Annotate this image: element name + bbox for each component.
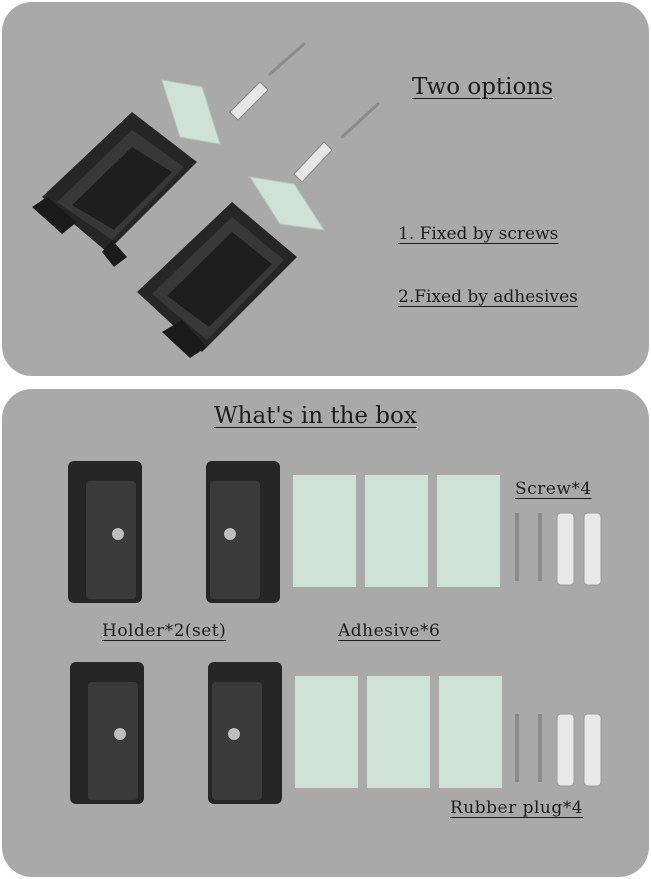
screw-label: Screw*4 bbox=[515, 479, 592, 499]
options-title: Two options bbox=[412, 74, 553, 100]
box-contents-illustration bbox=[68, 461, 602, 804]
adhesive-pad-image bbox=[295, 676, 358, 788]
holder-image bbox=[70, 662, 144, 804]
adhesive-pad-image bbox=[293, 475, 356, 587]
adhesive-pad-image bbox=[365, 475, 428, 587]
holder-screw-mount-image bbox=[32, 112, 197, 267]
box-contents-title: What's in the box bbox=[214, 403, 417, 429]
screws-and-plugs-image bbox=[515, 512, 602, 586]
rubber-plug-label: Rubber plug*4 bbox=[450, 798, 584, 818]
adhesive-pad-image bbox=[437, 475, 500, 587]
option-screws: 1. Fixed by screws bbox=[398, 224, 559, 244]
options-panel: Two options 1. Fixed by screws 2.Fixed b… bbox=[2, 2, 649, 376]
holder-adhesive-mount-image bbox=[137, 202, 297, 358]
adhesive-pad-image bbox=[367, 676, 430, 788]
holder-label: Holder*2(set) bbox=[102, 621, 227, 641]
mounting-options-illustration bbox=[32, 42, 380, 358]
screws-and-plugs-image bbox=[515, 713, 602, 787]
adhesive-pad-image bbox=[439, 676, 502, 788]
option-adhesives: 2.Fixed by adhesives bbox=[398, 287, 578, 307]
holder-image bbox=[68, 461, 142, 603]
adhesive-pad-image bbox=[248, 176, 326, 231]
screw-image bbox=[268, 42, 380, 139]
adhesive-label: Adhesive*6 bbox=[338, 621, 441, 641]
adhesive-pad-image bbox=[161, 79, 221, 145]
box-contents-panel: What's in the box Screw*4 Holder*2(set) … bbox=[2, 389, 649, 877]
holder-image bbox=[208, 662, 282, 804]
anchor-plug-image bbox=[229, 81, 333, 183]
holder-image bbox=[206, 461, 280, 603]
